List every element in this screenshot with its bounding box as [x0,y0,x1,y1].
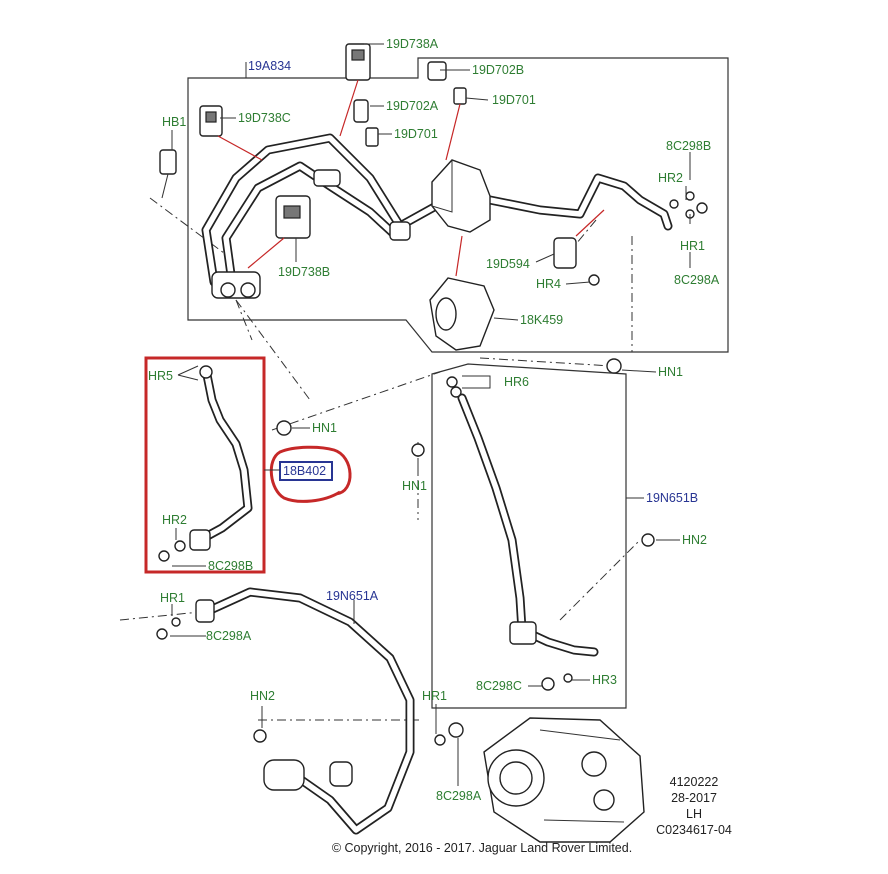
dash-line-frame-hn1 [235,299,311,401]
label-19d738a: 19D738A [386,37,439,51]
label-19n651b: 19N651B [646,491,698,505]
dash-line-cross [271,371,441,431]
label-8c298c: 8C298C [476,679,522,693]
hose-bracket-block [431,159,491,233]
label-hn2-right: HN2 [682,533,707,547]
upper-assembly-frame [187,57,729,353]
info-line-2: 28-2017 [671,791,717,805]
dash-line-hb1 [149,197,237,263]
label-19d594: 19D594 [486,257,530,271]
highlight-box-18b402-hose [144,356,266,574]
label-18b402: 18B402 [283,464,326,478]
seal-hr1-bottom-part [434,722,464,746]
nut-hn1-mid-part [276,420,292,436]
label-hn1-mid: HN1 [312,421,337,435]
valve-19d702a-part [353,99,379,147]
leader-lines [170,43,691,786]
label-hr4: HR4 [536,277,561,291]
label-8c298b-top: 8C298B [666,139,711,153]
fitting-cluster-lower-left [211,271,261,299]
nut-hn2-left-part [253,729,267,743]
label-19a834: 19A834 [248,59,291,73]
label-19d738b: 19D738B [278,265,330,279]
label-8c298a-top: 8C298A [674,273,720,287]
label-hn2-left: HN2 [250,689,275,703]
dash-line-frame-hr5 [235,299,253,341]
label-hn1-right: HN1 [658,365,683,379]
label-8c298a-bottom: 8C298A [436,789,482,803]
info-line-3: LH [686,807,702,821]
lower-right-assembly-frame [431,363,627,709]
label-hr3: HR3 [592,673,617,687]
label-hn1-center: HN1 [402,479,427,493]
dash-line-hr1-left [119,611,201,621]
label-19n651a: 19N651A [326,589,379,603]
clip-19d738a-part [339,43,371,137]
dash-line-hn2-right [559,539,641,621]
clip-19d738c-part [199,105,263,161]
bolt-hb1-part [159,149,177,199]
damper-18k459-part [429,235,495,351]
label-19d702a: 19D702A [386,99,439,113]
label-hr2-top: HR2 [658,171,683,185]
label-18k459: 18K459 [520,313,563,327]
label-8c298b-left: 8C298B [208,559,253,573]
label-hr1-top: HR1 [680,239,705,253]
label-19d702b: 19D702B [472,63,524,77]
nut-hn1-right-part [606,358,622,374]
label-highlight-18b402 [279,461,333,481]
nut-hn2-right-part [641,533,655,547]
label-hr6: HR6 [504,375,529,389]
label-19d701-mid: 19D701 [394,127,438,141]
nut-hn1-center-part [411,443,425,457]
seals-top-right [669,191,708,219]
highlight-loop-18b402-label [269,445,352,503]
label-hb1: HB1 [162,115,186,129]
label-hr2-left: HR2 [162,513,187,527]
hose-19n651b [446,376,599,691]
compressor-part [483,717,645,843]
info-line-4: C0234617-04 [656,823,732,837]
dash-line-hn1-right [479,357,613,367]
label-19d738c: 19D738C [238,111,291,125]
label-hr5: HR5 [148,369,173,383]
label-hr1-bottom: HR1 [422,689,447,703]
hose-19n651a [156,587,415,835]
info-line-1: 4120222 [670,775,719,789]
sensor-19d594-part [553,209,605,286]
hose-18b402 [158,365,253,562]
label-hr1-left: HR1 [160,591,185,605]
label-19d701-top: 19D701 [492,93,536,107]
label-8c298a-left: 8C298A [206,629,252,643]
valve-19d702b-part [427,61,467,161]
copyright-text: © Copyright, 2016 - 2017. Jaguar Land Ro… [332,841,632,855]
clip-19d738b-part [247,195,311,269]
